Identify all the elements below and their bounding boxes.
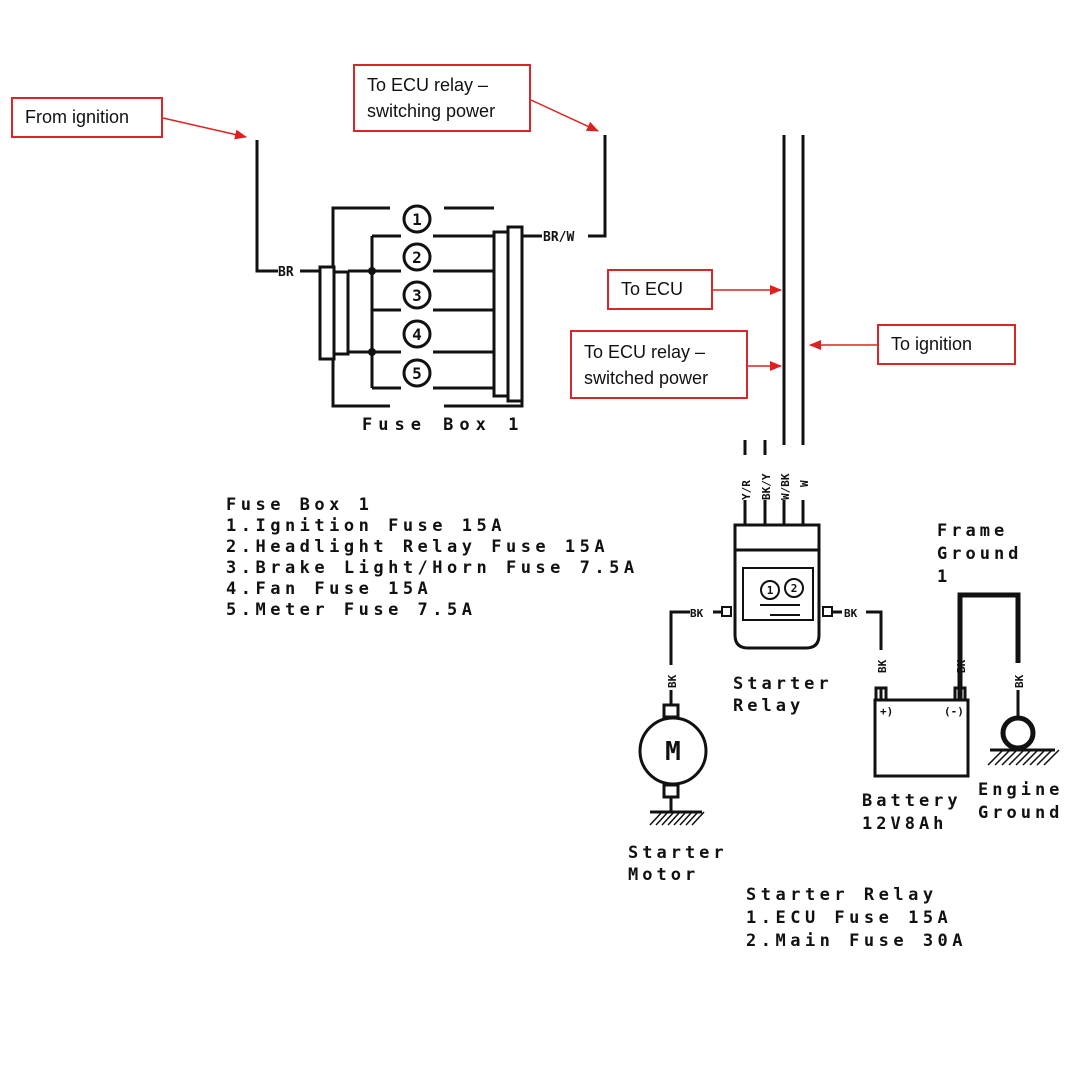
callout-to-ignition: To ignition — [877, 324, 1016, 365]
arrow-ecu-relay-switching — [530, 99, 599, 132]
callout-to-ecu: To ECU — [607, 269, 713, 310]
battery-minus: (-) — [944, 705, 964, 718]
wire-label-bk-engine-ground: BK — [1013, 674, 1026, 688]
wire-label-bk-battery-minus: BK — [955, 659, 968, 673]
fuse-legend-item-2: 2.Headlight Relay Fuse 15A — [226, 537, 609, 557]
fuse-box-right-terminal — [492, 230, 510, 398]
fuse-number-5: 5 — [412, 364, 422, 383]
fuse-4-symbol — [402, 319, 432, 349]
wire-label-w-bk: W/BK — [779, 473, 792, 500]
battery-label-1: Battery — [862, 791, 962, 811]
starter-motor-label-2: Motor — [628, 865, 699, 885]
relay-fuse-1-symbol — [760, 580, 780, 600]
fuse-5-symbol — [402, 358, 432, 388]
battery-plus: +) — [880, 705, 893, 718]
engine-ground — [990, 715, 1055, 752]
engine-ground-label-2: Ground — [978, 803, 1063, 823]
fuse-box-outline — [331, 206, 524, 408]
fuse-box-1 — [255, 135, 607, 408]
starter-motor-label-1: Starter — [628, 843, 728, 863]
callout-from-ignition-text: From ignition — [25, 107, 130, 127]
wire-label-br-w: BR/W — [543, 230, 574, 245]
fuse-number-4: 4 — [412, 325, 422, 344]
callout-ecu-relay-switching: To ECU relay – switching power — [353, 64, 531, 132]
callout-ecu-relay-switched: To ECU relay – switched power — [570, 330, 748, 399]
wire-label-w: W — [798, 480, 811, 487]
callout-ecu-relay-switched-line1: To ECU relay – — [584, 342, 706, 362]
wire-label-bk-y: BK/Y — [760, 473, 773, 500]
fuse-2-symbol — [402, 242, 432, 272]
callout-to-ignition-text: To ignition — [891, 334, 973, 354]
frame-ground-label-1: Frame — [937, 521, 1008, 541]
relay-legend-item-2: 2.Main Fuse 30A — [746, 931, 967, 951]
bk-wiring — [669, 592, 1021, 718]
fuse-box-left-terminal — [318, 265, 336, 361]
frame-ground-label-3: 1 — [937, 567, 947, 587]
callout-arrows — [162, 99, 877, 371]
wire-label-br: BR — [278, 265, 294, 280]
starter-relay-legend: Starter Relay 1.ECU Fuse 15A 2.Main Fuse… — [746, 885, 967, 951]
callout-ecu-relay-switching-line1: To ECU relay – — [367, 75, 489, 95]
callout-ecu-relay-switched-line2: switched power — [584, 368, 709, 388]
fuse-3-symbol — [402, 280, 432, 310]
relay-fuse-number-1: 1 — [767, 584, 774, 597]
input-wire — [255, 140, 278, 273]
starter-motor — [638, 703, 708, 814]
starter-relay-label-1: Starter — [733, 674, 833, 694]
wire-label-bk-right: BK — [844, 607, 858, 620]
fuse-number-2: 2 — [412, 248, 422, 267]
wire-label-bk-left: BK — [690, 607, 704, 620]
fuse-legend-item-3: 3.Brake Light/Horn Fuse 7.5A — [226, 558, 639, 578]
relay-fuse-number-2: 2 — [791, 582, 798, 595]
callout-to-ecu-text: To ECU — [621, 279, 684, 299]
fuse-legend-item-5: 5.Meter Fuse 7.5A — [226, 600, 477, 620]
fuse-legend-title: Fuse Box 1 — [226, 495, 373, 515]
callout-ecu-relay-switching-line2: switching power — [367, 101, 496, 121]
fuse-number-3: 3 — [412, 286, 422, 305]
callout-from-ignition: From ignition — [11, 97, 163, 138]
wire-label-y-r: Y/R — [740, 480, 753, 500]
fuse-box-legend: Fuse Box 1 1.Ignition Fuse 15A 2.Headlig… — [226, 495, 639, 620]
relay-legend-title: Starter Relay — [746, 885, 938, 905]
relay-harness-wires — [743, 135, 805, 525]
wire-label-bk-battery-plus: BK — [876, 659, 889, 673]
fuse-legend-item-1: 1.Ignition Fuse 15A — [226, 516, 506, 536]
battery-label-2: 12V8Ah — [862, 814, 947, 834]
motor-ground-hatch — [649, 811, 705, 826]
relay-fuse-2-symbol — [784, 578, 804, 598]
fuse-box-caption: Fuse Box 1 — [362, 415, 524, 435]
engine-ground-label-1: Engine — [978, 780, 1063, 800]
fuse-number-1: 1 — [412, 210, 422, 229]
wire-label-bk-motor: BK — [666, 674, 679, 688]
frame-ground-label-2: Ground — [937, 544, 1022, 564]
engine-ground-hatch — [987, 749, 1060, 766]
battery — [873, 686, 970, 778]
fuse-1-symbol — [402, 204, 432, 234]
starter-relay-label-2: Relay — [733, 696, 804, 716]
starter-relay — [721, 523, 833, 650]
fuse-legend-item-4: 4.Fan Fuse 15A — [226, 579, 432, 599]
relay-legend-item-1: 1.ECU Fuse 15A — [746, 908, 952, 928]
arrow-from-ignition — [162, 117, 247, 140]
motor-symbol: M — [665, 737, 681, 767]
